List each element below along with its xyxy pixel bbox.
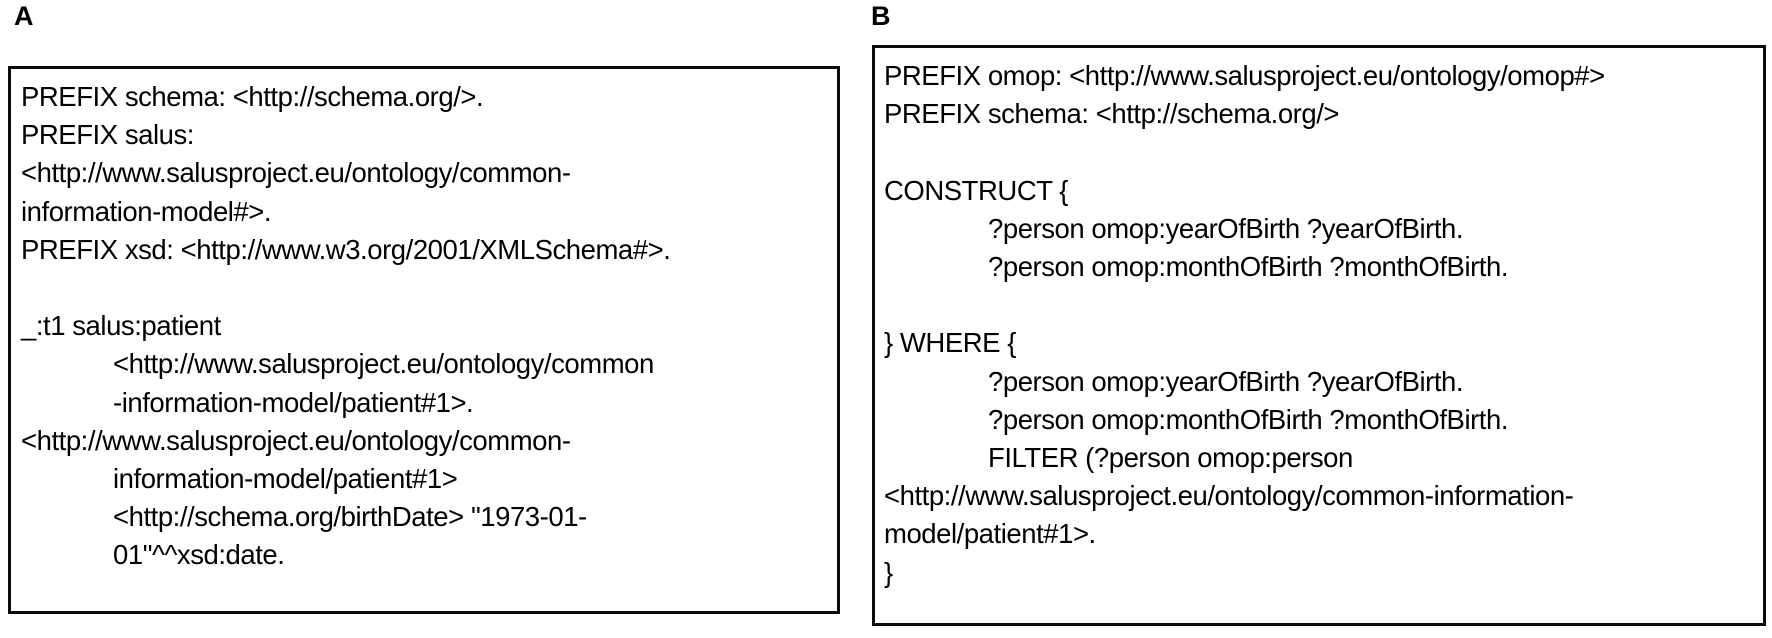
code-line: ?person omop:monthOfBirth ?monthOfBirth. [988,403,1509,435]
code-line: model/patient#1>. [884,518,1096,550]
code-line: PREFIX xsd: <http://www.w3.org/2001/XMLS… [21,233,671,265]
code-line: ?person omop:monthOfBirth ?monthOfBirth. [988,251,1509,282]
code-line: CONSTRUCT { [884,174,1069,206]
code-line: 01"^^xsd:date. [113,539,285,571]
code-line: _:t1 salus:patient [21,310,221,342]
code-line: ?person omop:yearOfBirth ?yearOfBirth. [988,212,1464,244]
code-line: PREFIX schema: <http://schema.org/> [884,98,1340,130]
code-line [21,269,837,307]
panel-label-a: A [14,1,34,31]
code-line: -information-model/patient#1>. [113,386,474,418]
code-line: <http://schema.org/birthDate> "1973-01- [113,501,587,533]
panel-a-code-text: PREFIX schema: <http://schema.org/>. PREF… [11,69,837,575]
code-line: <http://www.salusproject.eu/ontology/com… [884,480,1574,512]
code-line: <http://www.salusproject.eu/ontology/com… [21,424,571,456]
code-line: <http://www.salusproject.eu/ontology/com… [113,348,654,380]
code-line [884,286,1763,324]
panel-label-b: B [871,1,891,31]
panel-b-code-text: PREFIX omop: <http://www.salusproject.eu… [875,48,1763,592]
code-line: FILTER (?person omop:person [988,442,1353,473]
panel-b-code-box: PREFIX omop: <http://www.salusproject.eu… [872,45,1766,626]
code-line: information-model#>. [21,195,272,227]
code-line: PREFIX omop: <http://www.salusproject.eu… [884,60,1605,91]
code-line: information-model/patient#1> [113,463,458,495]
code-line: ?person omop:yearOfBirth ?yearOfBirth. [988,365,1464,397]
panel-a-code-box: PREFIX schema: <http://schema.org/>. PREF… [8,66,840,614]
code-line: PREFIX schema: <http://schema.org/>. [21,81,484,112]
code-line: <http://www.salusproject.eu/ontology/com… [21,157,571,189]
code-line [884,133,1763,171]
code-line: PREFIX salus: [21,119,194,151]
code-line: } [884,556,893,588]
code-line: } WHERE { [884,327,1016,359]
